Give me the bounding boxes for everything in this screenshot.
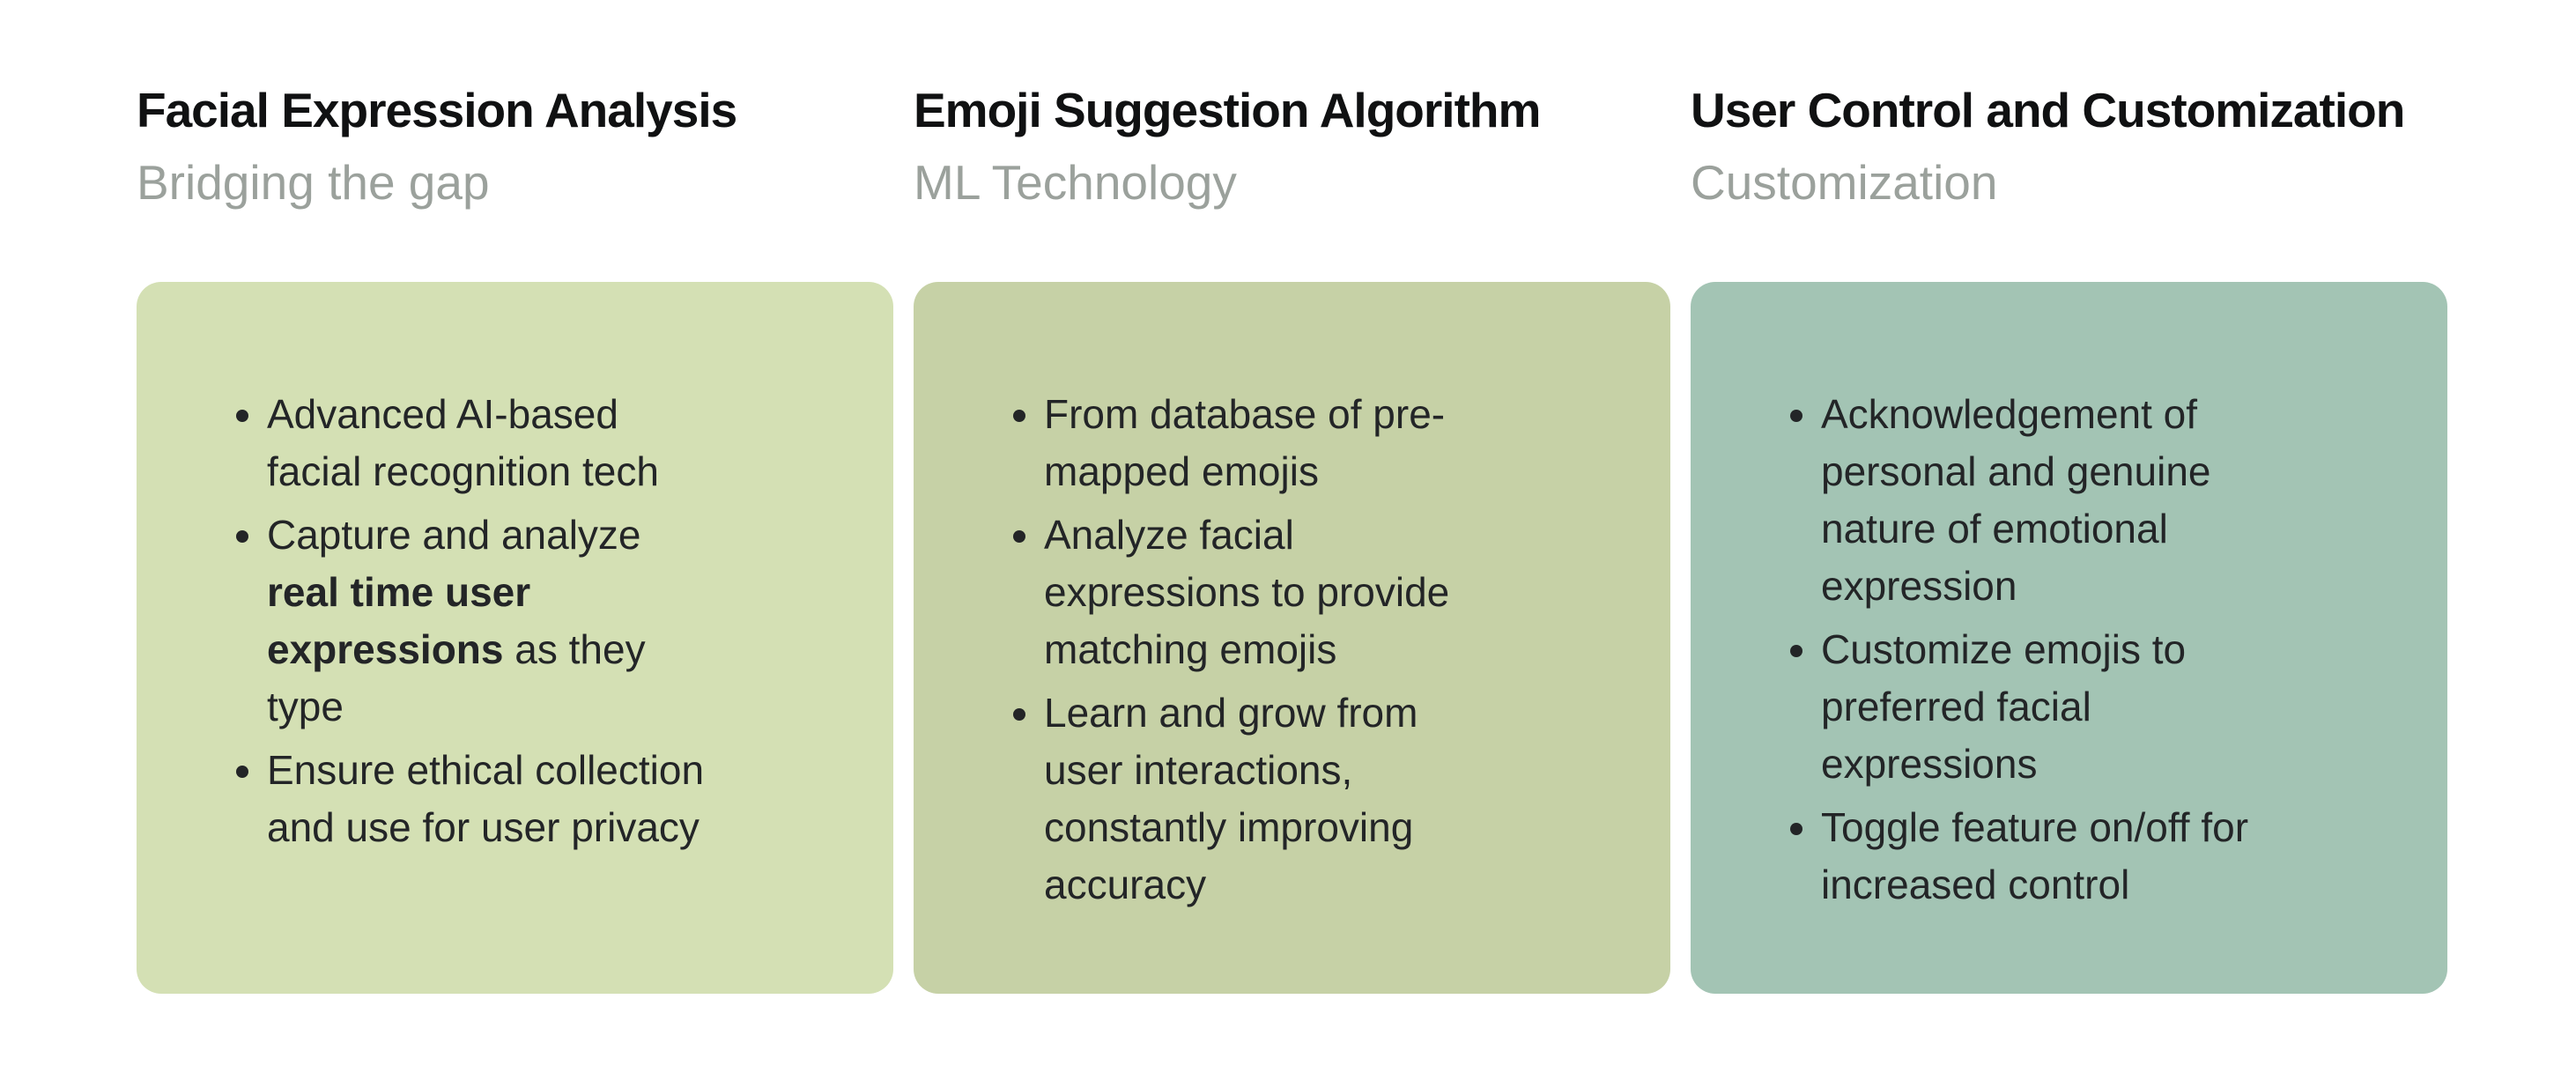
bullet-text: Capture and analyze	[267, 512, 641, 558]
bullet-text: Advanced AI-based facial recognition tec…	[267, 391, 659, 494]
feature-column-emoji-suggestion-algorithm: Emoji Suggestion Algorithm ML Technology…	[914, 81, 1670, 994]
column-title: Facial Expression Analysis	[137, 83, 737, 137]
column-subtitle: Customization	[1691, 155, 1998, 210]
bullet-item: Customize emojis to preferred facial exp…	[1821, 621, 2275, 793]
column-subtitle: Bridging the gap	[137, 155, 490, 210]
column-title: Emoji Suggestion Algorithm	[914, 83, 1541, 137]
feature-card: From database of pre-mapped emojisAnalyz…	[914, 282, 1670, 994]
bullet-item: Learn and grow from user interactions, c…	[1044, 684, 1498, 914]
column-subtitle: ML Technology	[914, 155, 1237, 210]
bullet-item: Ensure ethical collection and use for us…	[267, 742, 721, 856]
column-title: User Control and Customization	[1691, 83, 2405, 137]
bullet-text: Learn and grow from user interactions, c…	[1044, 690, 1418, 907]
feature-card: Advanced AI-based facial recognition tec…	[137, 282, 893, 994]
feature-column-user-control-and-customization: User Control and Customization Customiza…	[1691, 81, 2447, 994]
bullet-item: From database of pre-mapped emojis	[1044, 386, 1498, 500]
feature-card: Acknowledgement of personal and genuine …	[1691, 282, 2447, 994]
columns-row: Facial Expression Analysis Bridging the …	[137, 81, 2447, 994]
bullet-text: From database of pre-mapped emojis	[1044, 391, 1446, 494]
bullet-item: Acknowledgement of personal and genuine …	[1821, 386, 2275, 615]
bullet-text: Toggle feature on/off for increased cont…	[1821, 804, 2249, 907]
bullet-item: Capture and analyze real time user expre…	[267, 507, 721, 736]
bullet-list: Acknowledgement of personal and genuine …	[1779, 386, 2275, 914]
bullet-item: Toggle feature on/off for increased cont…	[1821, 799, 2275, 914]
bullet-text: Acknowledgement of personal and genuine …	[1821, 391, 2211, 609]
bullet-item: Analyze facial expressions to provide ma…	[1044, 507, 1498, 678]
bullet-text: Customize emojis to preferred facial exp…	[1821, 626, 2187, 787]
feature-column-facial-expression-analysis: Facial Expression Analysis Bridging the …	[137, 81, 893, 994]
bullet-text-bold: real time user expressions	[267, 569, 531, 672]
bullet-list: From database of pre-mapped emojisAnalyz…	[1002, 386, 1498, 914]
bullet-text: Analyze facial expressions to provide ma…	[1044, 512, 1450, 672]
bullet-text: as they type	[267, 626, 646, 729]
bullet-text: Ensure ethical collection and use for us…	[267, 747, 705, 850]
bullet-list: Advanced AI-based facial recognition tec…	[225, 386, 721, 856]
bullet-item: Advanced AI-based facial recognition tec…	[267, 386, 721, 500]
